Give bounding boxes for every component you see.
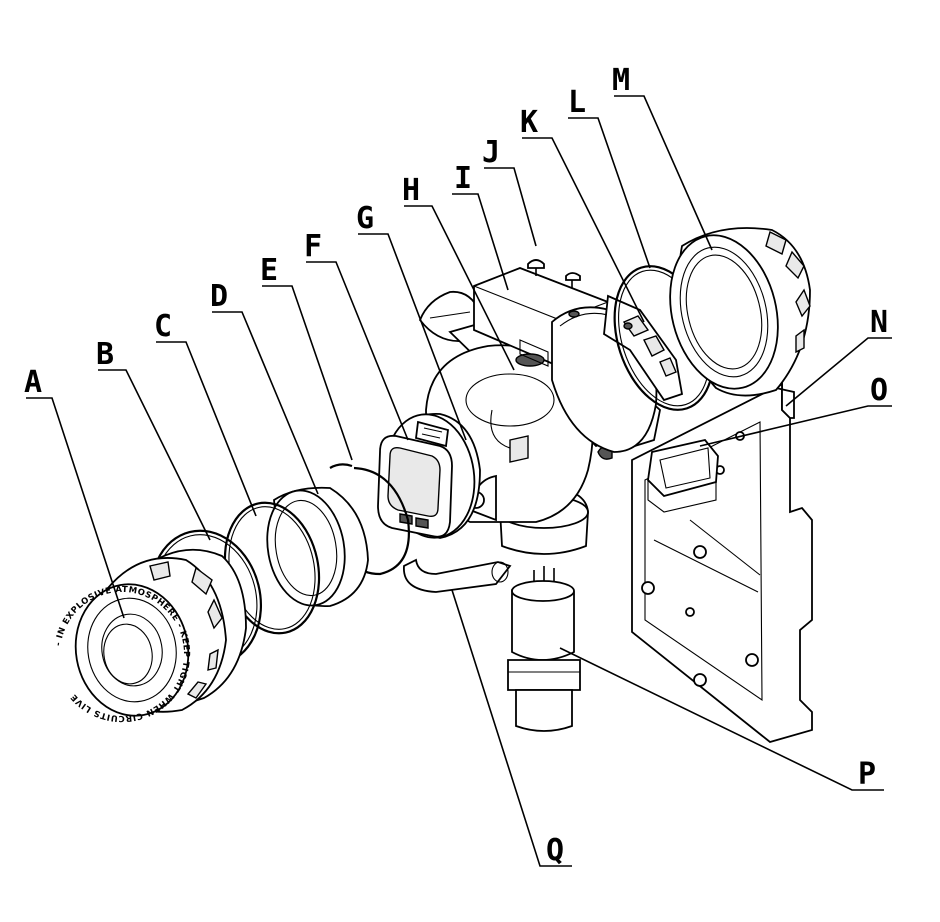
label-d: D — [210, 279, 228, 314]
screw-part-j — [527, 259, 581, 288]
retaining-clip-part-e — [329, 463, 410, 576]
housing-part-h — [418, 290, 594, 555]
window-sleeve-part-d — [266, 486, 369, 607]
label-q: Q — [546, 833, 564, 868]
lcd-display-part-f — [377, 434, 453, 538]
label-j: J — [482, 135, 500, 170]
label-i: I — [454, 161, 472, 196]
label-h: H — [402, 173, 420, 208]
rear-cover-part-m — [669, 227, 811, 397]
label-k: K — [520, 105, 538, 140]
label-f: F — [304, 229, 322, 264]
clamp-part-q — [403, 558, 512, 593]
leader-lines — [26, 95, 892, 867]
mounting-bracket-part-n — [631, 382, 813, 743]
label-l: L — [568, 85, 586, 120]
label-c: C — [154, 309, 172, 344]
label-m: M — [612, 63, 630, 98]
sensor-part-p — [507, 566, 581, 732]
label-n: N — [870, 305, 888, 340]
label-o: O — [870, 373, 888, 408]
label-e: E — [260, 253, 278, 288]
label-a: A — [24, 365, 42, 400]
part-labels: A B C D E F G H I J K L M N O P Q — [24, 63, 888, 868]
back-plate-part-k — [551, 294, 684, 453]
label-p: P — [858, 757, 876, 792]
label-b: B — [96, 337, 114, 372]
front-cover-part-a: - IN EXPLOSIVE ATMOSPHERE - KEEP TIGHT W… — [54, 548, 247, 723]
label-g: G — [356, 201, 374, 236]
u-bolt-part-o — [647, 438, 719, 513]
